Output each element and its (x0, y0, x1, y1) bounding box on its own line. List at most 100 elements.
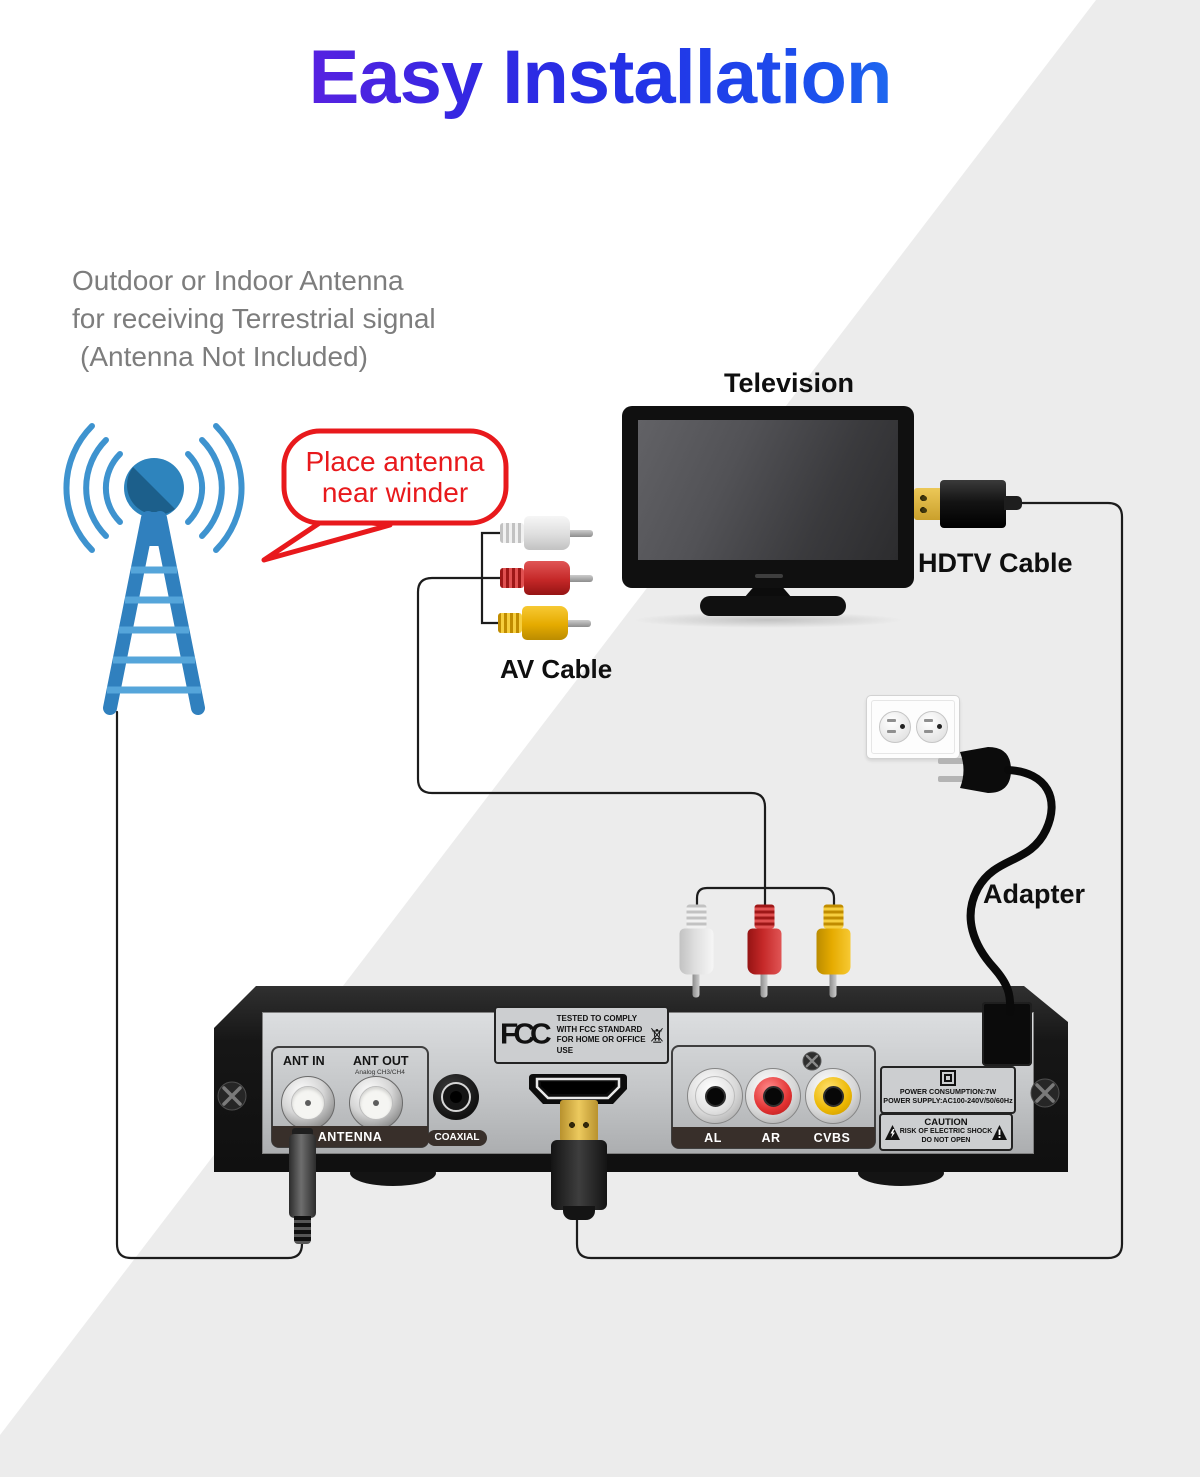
coaxial-port-icon (433, 1074, 479, 1120)
fcc-text-line: TESTED TO COMPLY (556, 1014, 638, 1023)
fcc-text-line: FOR HOME OR OFFICE (556, 1035, 646, 1044)
ar-label: AR (761, 1131, 781, 1145)
ant-out-label: ANT OUT (353, 1054, 409, 1068)
plug-body (524, 516, 570, 550)
jack-hole (762, 1085, 784, 1107)
ant-in-label: ANT IN (283, 1054, 325, 1068)
warning-lightning-icon (885, 1125, 900, 1140)
coaxial-ring (441, 1082, 471, 1112)
hdmi-pin-dot (922, 508, 927, 513)
rca-plug-yellow-icon (498, 605, 591, 641)
caution-title: CAUTION (924, 1117, 968, 1128)
hdtv-cable-label: HDTV Cable (918, 548, 1073, 578)
antenna-cable-line (115, 710, 304, 1260)
hdmi-connector-icon (940, 480, 1006, 528)
outlet-slot (924, 719, 933, 722)
connector-pin (373, 1100, 379, 1106)
plug-pin (830, 974, 837, 998)
rca-plug-white-down-icon (679, 904, 715, 998)
caution-label-plate: CAUTION RISK OF ELECTRIC SHOCK DO NOT OP… (879, 1113, 1013, 1151)
power-plug-icon (938, 747, 1011, 793)
tv-screen (638, 420, 898, 560)
hdmi-cable-plug-icon (551, 1140, 607, 1210)
hdmi-cable-strain-relief (563, 1206, 595, 1220)
connector-face (291, 1086, 325, 1120)
hdmi-connector-tip (914, 488, 942, 520)
rca-jack-white-icon (687, 1068, 743, 1124)
antenna-note-line3: (Antenna Not Included) (80, 341, 368, 372)
av-jack-group: AL AR CVBS (671, 1045, 876, 1149)
plug-ribs (754, 904, 775, 929)
caution-line: DO NOT OPEN (921, 1136, 971, 1144)
al-label: AL (704, 1131, 722, 1145)
plug-body (679, 928, 714, 975)
fcc-text: TESTED TO COMPLY WITH FCC STANDARD FOR H… (557, 1014, 646, 1056)
jack-hole (704, 1085, 726, 1107)
outlet-ground-hole (900, 724, 905, 729)
outlet-ground-hole (937, 724, 942, 729)
jack-ring (814, 1077, 852, 1115)
crossed-bin-icon (650, 1027, 663, 1043)
plug-body (747, 928, 782, 975)
class2-insulation-icon (940, 1070, 956, 1086)
av-band: AL AR CVBS (672, 1127, 875, 1148)
ant-out-sublabel: Analog CH3/CH4 (355, 1069, 405, 1076)
av-cable-line (416, 576, 767, 912)
connector-pin (305, 1100, 311, 1106)
speech-bubble-line1: Place antenna (305, 446, 485, 477)
rca-jack-red-icon (745, 1068, 801, 1124)
warning-exclamation-icon (992, 1125, 1007, 1140)
av-cable-label: AV Cable (500, 654, 613, 684)
av-branch-line (480, 531, 507, 625)
radio-waves-icon (63, 423, 245, 553)
speech-bubble-line2: near winder (321, 477, 469, 508)
tv-shadow (632, 612, 904, 628)
antenna-note-line1: Outdoor or Indoor Antenna (72, 265, 404, 296)
adapter-label: Adapter (983, 879, 1086, 909)
plug-pin (570, 529, 593, 537)
connector-face (359, 1086, 393, 1120)
plug-pin (693, 974, 700, 998)
plug-body (816, 928, 851, 975)
jack-hole (822, 1085, 844, 1107)
plug-ribs (686, 904, 707, 929)
power-consumption-text: POWER CONSUMPTION:7W (899, 1087, 997, 1096)
plug-ribs (498, 613, 522, 633)
screw-icon (1030, 1078, 1060, 1108)
plug-pin (568, 619, 591, 627)
page-title: Easy Installation (0, 34, 1200, 121)
plug-body (522, 606, 568, 640)
rca-plug-white-icon (500, 515, 593, 551)
antenna-note-line2: for receiving Terrestrial signal (72, 303, 436, 334)
plug-ribs (500, 568, 524, 588)
hdmi-cable-gold-tip (560, 1100, 598, 1142)
plug-body (524, 561, 570, 595)
antenna-note: Outdoor or Indoor Antenna for receiving … (72, 262, 436, 376)
hdmi-pin-dot (922, 496, 927, 501)
av-splitter-line (695, 886, 836, 912)
fcc-logo: FCC (500, 1018, 552, 1051)
antenna-plug-collar (292, 1128, 313, 1138)
caution-line: RISK OF ELECTRIC SHOCK (899, 1128, 993, 1135)
antenna-plug-icon (289, 1134, 316, 1218)
screw-icon (217, 1081, 247, 1111)
plug-ribs (500, 523, 524, 543)
plug-pin (761, 974, 768, 998)
power-outlet-icon (866, 695, 960, 759)
hdtv-cable-line (575, 501, 1124, 1260)
jack-ring (754, 1077, 792, 1115)
cvbs-label: CVBS (813, 1131, 851, 1145)
outlet-receptacle (879, 711, 911, 743)
rca-plug-yellow-down-icon (816, 904, 852, 998)
rca-plug-red-icon (500, 560, 593, 596)
ant-in-connector-icon (281, 1076, 335, 1130)
jack-ring (695, 1076, 735, 1116)
speech-bubble (261, 428, 509, 563)
outlet-receptacle (916, 711, 948, 743)
outlet-slot (887, 730, 896, 733)
tv-stand-base (700, 596, 846, 616)
fcc-text-line: WITH FCC STANDARD (556, 1024, 643, 1034)
tv-brand-logo (755, 574, 783, 578)
